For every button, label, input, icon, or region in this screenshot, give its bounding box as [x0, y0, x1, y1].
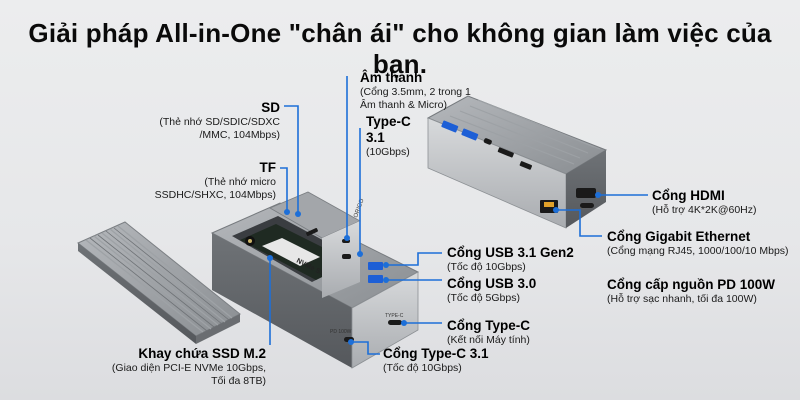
callout-hdmi-desc: (Hỗ trợ 4K*2K@60Hz)	[652, 204, 757, 216]
callout-line-sd	[284, 105, 299, 212]
callout-tf: TF (Thẻ nhớ micro SSDHC/SHXC, 104Mbps)	[140, 160, 276, 202]
callout-pd: Cổng cấp nguồn PD 100W (Hỗ trợ sạc nhanh…	[607, 277, 797, 306]
callout-tf-desc: (Thẻ nhớ micro SSDHC/SHXC, 104Mbps)	[154, 176, 276, 201]
callout-sd: SD (Thẻ nhớ SD/SDIC/SDXC /MMC, 104Mbps)	[140, 100, 280, 142]
callout-typec: Cổng Type-C (Kết nối Máy tính)	[447, 318, 597, 347]
callout-ethernet-desc: (Cổng mạng RJ45, 1000/100/10 Mbps)	[607, 245, 789, 257]
callout-audio-desc: (Cổng 3.5mm, 2 trong 1 Âm thanh & Micro)	[360, 86, 471, 111]
callout-dot-hdmi	[595, 192, 601, 198]
callout-usb30-desc: (Tốc độ 5Gbps)	[447, 292, 520, 304]
callout-line-tf	[280, 167, 288, 210]
callout-ssd-title: Khay chứa SSD M.2	[138, 346, 266, 361]
ssd-cover	[77, 221, 241, 344]
callout-line-typec31-bottom	[351, 341, 380, 355]
pd-port-label: PD 100W	[330, 329, 352, 335]
callout-lines	[267, 76, 648, 355]
callout-pd-title: Cổng cấp nguồn PD 100W	[607, 277, 776, 292]
callout-dot-usb30	[383, 277, 389, 283]
callout-dot-typec31-bottom	[348, 339, 354, 345]
callout-dot-ethernet	[553, 207, 559, 213]
typec-port-label: TYPE-C	[385, 313, 404, 319]
callout-usb31: Cổng USB 3.1 Gen2 (Tốc độ 10Gbps)	[447, 245, 597, 274]
callout-usb30: Cổng USB 3.0 (Tốc độ 5Gbps)	[447, 276, 597, 305]
callout-audio-title: Âm thanh	[360, 70, 423, 85]
callout-typec31-bottom-title: Cổng Type-C 3.1	[383, 346, 489, 361]
callout-ethernet-title: Cổng Gigabit Ethernet	[607, 229, 751, 244]
callout-dot-tf	[284, 209, 290, 215]
callout-line-ethernet	[556, 209, 602, 237]
callout-usb30-title: Cổng USB 3.0	[447, 276, 537, 291]
callout-dot-ssd	[267, 255, 273, 261]
callout-typec-desc: (Kết nối Máy tính)	[447, 334, 530, 346]
callout-audio: Âm thanh (Cổng 3.5mm, 2 trong 1 Âm thanh…	[360, 70, 510, 112]
callout-typec31-top: Type-C 3.1 (10Gbps)	[366, 114, 426, 159]
headline: Giải pháp All-in-One "chân ái" cho không…	[28, 18, 772, 79]
callout-hdmi-title: Cổng HDMI	[652, 188, 725, 203]
callout-typec31-bottom: Cổng Type-C 3.1 (Tốc độ 10Gbps)	[383, 346, 533, 375]
callout-typec31-top-desc: (10Gbps)	[366, 146, 410, 158]
callout-dot-typec31-top	[357, 251, 363, 257]
hub-closed	[426, 95, 608, 229]
callout-usb31-title: Cổng USB 3.1 Gen2	[447, 245, 574, 260]
callout-hdmi: Cổng HDMI (Hỗ trợ 4K*2K@60Hz)	[652, 188, 792, 217]
callout-usb31-desc: (Tốc độ 10Gbps)	[447, 261, 526, 273]
callout-sd-title: SD	[261, 100, 280, 115]
callout-tf-title: TF	[259, 160, 277, 175]
callout-dot-usb31	[383, 262, 389, 268]
callout-sd-desc: (Thẻ nhớ SD/SDIC/SDXC /MMC, 104Mbps)	[159, 116, 280, 141]
callout-dot-sd	[295, 211, 301, 217]
callout-pd-desc: (Hỗ trợ sạc nhanh, tối đa 100W)	[607, 293, 757, 305]
callout-typec-title: Cổng Type-C	[447, 318, 530, 333]
callout-dot-audio	[344, 235, 350, 241]
callout-ssd-desc: (Giao diện PCI-E NVMe 10Gbps, Tối đa 8TB…	[111, 362, 266, 387]
callout-ssd: Khay chứa SSD M.2 (Giao diện PCI-E NVMe …	[110, 346, 266, 388]
callout-dot-typec	[401, 320, 407, 326]
callout-typec31-top-title: Type-C 3.1	[366, 114, 411, 145]
callout-typec31-bottom-desc: (Tốc độ 10Gbps)	[383, 362, 462, 374]
callout-ethernet: Cổng Gigabit Ethernet (Cổng mạng RJ45, 1…	[607, 229, 797, 258]
callout-line-usb31	[386, 252, 442, 266]
